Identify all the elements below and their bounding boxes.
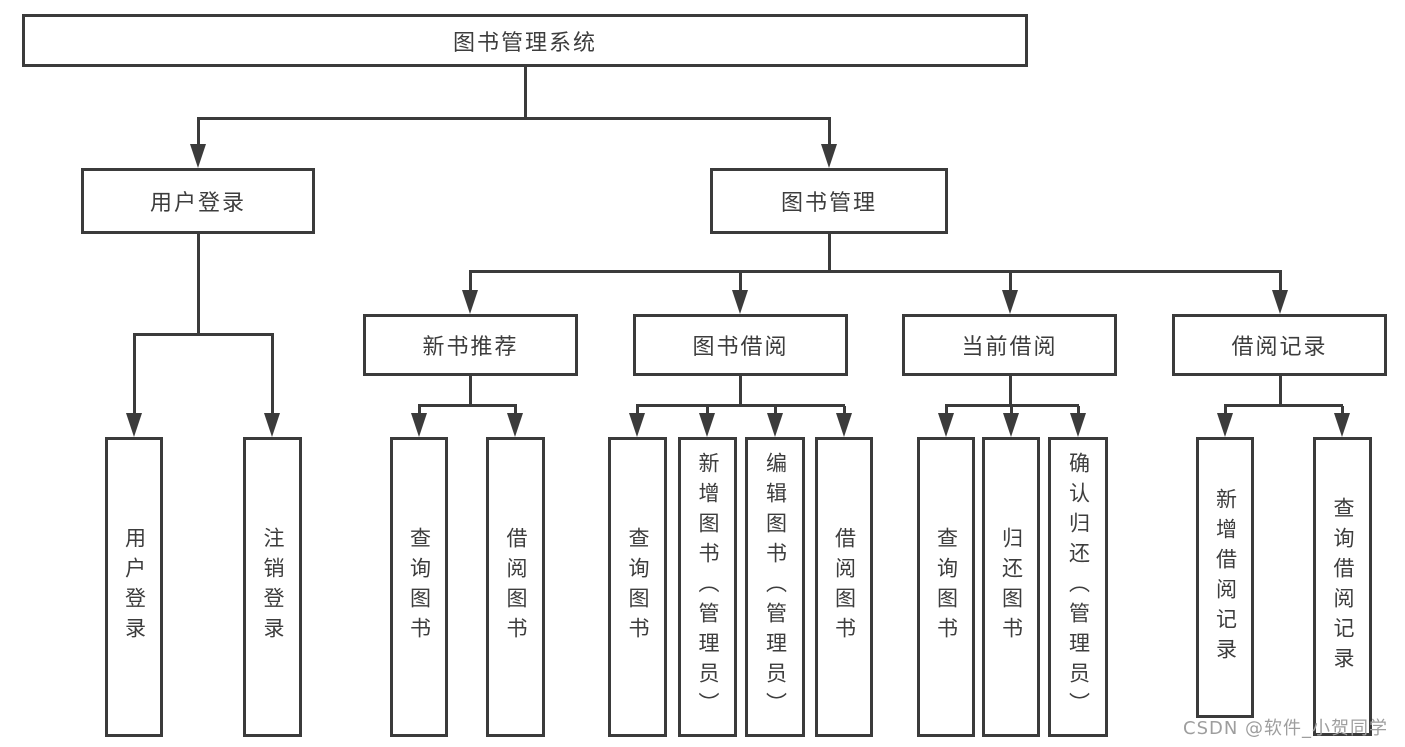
arrow-down-icon (732, 290, 748, 314)
connector-line (739, 376, 742, 406)
leaf-query-books-3: 查询图书 (917, 437, 975, 737)
arrow-down-icon (1217, 413, 1233, 437)
connector-line (524, 67, 527, 119)
node-book-borrowing: 图书借阅 (633, 314, 848, 376)
arrow-down-icon (1070, 413, 1086, 437)
leaf-borrow-books-1: 借阅图书 (486, 437, 545, 737)
arrow-down-icon (126, 413, 142, 437)
connector-line (197, 234, 200, 335)
leaf-logout: 注销登录 (243, 437, 302, 737)
arrow-down-icon (264, 413, 280, 437)
arrow-down-icon (821, 144, 837, 168)
node-book-management: 图书管理 (710, 168, 948, 234)
connector-line (1009, 272, 1012, 291)
arrow-down-icon (699, 413, 715, 437)
leaf-query-books-2: 查询图书 (608, 437, 667, 737)
connector-line (469, 270, 1282, 273)
connector-line (1010, 406, 1013, 415)
arrow-down-icon (629, 413, 645, 437)
leaf-borrow-books-2: 借阅图书 (815, 437, 873, 737)
connector-line (1279, 376, 1282, 406)
arrow-down-icon (1002, 290, 1018, 314)
connector-line (945, 406, 948, 415)
connector-line (1224, 406, 1227, 415)
node-borrowing-records: 借阅记录 (1172, 314, 1387, 376)
connector-line (133, 334, 136, 414)
connector-line (469, 272, 472, 291)
connector-line (418, 404, 517, 407)
connector-line (945, 404, 1079, 407)
arrow-down-icon (938, 413, 954, 437)
arrow-down-icon (462, 290, 478, 314)
leaf-query-books-1: 查询图书 (390, 437, 448, 737)
connector-line (843, 406, 846, 415)
connector-line (636, 406, 639, 415)
arrow-down-icon (1272, 290, 1288, 314)
leaf-query-borrow-record: 查询借阅记录 (1313, 437, 1372, 736)
connector-line (469, 376, 472, 406)
arrow-down-icon (767, 413, 783, 437)
connector-line (1341, 406, 1344, 415)
connector-line (739, 272, 742, 291)
leaf-return-book: 归还图书 (982, 437, 1040, 737)
connector-line (1009, 376, 1012, 406)
connector-line (197, 118, 200, 146)
connector-line (271, 334, 274, 414)
arrow-down-icon (190, 144, 206, 168)
arrow-down-icon (411, 413, 427, 437)
connector-line (828, 118, 831, 146)
leaf-add-book-admin: 新增图书（管理员） (678, 437, 737, 737)
leaf-confirm-return-admin: 确认归还（管理员） (1048, 437, 1108, 737)
connector-line (514, 406, 517, 415)
leaf-edit-book-admin: 编辑图书（管理员） (745, 437, 805, 737)
node-current-borrowing: 当前借阅 (902, 314, 1117, 376)
leaf-add-borrow-record: 新增借阅记录 (1196, 437, 1254, 718)
node-new-book-recommend: 新书推荐 (363, 314, 578, 376)
connector-line (706, 406, 709, 415)
watermark-text: CSDN @软件_小贺同学 (1183, 718, 1389, 739)
arrow-down-icon (836, 413, 852, 437)
connector-line (1279, 272, 1282, 291)
connector-line (197, 117, 831, 120)
connector-line (774, 406, 777, 415)
connector-line (418, 406, 421, 415)
arrow-down-icon (507, 413, 523, 437)
connector-line (133, 333, 274, 336)
connector-line (1077, 406, 1080, 415)
connector-line (636, 404, 845, 407)
node-library-system: 图书管理系统 (22, 14, 1028, 67)
arrow-down-icon (1334, 413, 1350, 437)
connector-line (828, 234, 831, 272)
leaf-user-login: 用户登录 (105, 437, 163, 737)
connector-line (1224, 404, 1343, 407)
node-user-login: 用户登录 (81, 168, 315, 234)
arrow-down-icon (1003, 413, 1019, 437)
